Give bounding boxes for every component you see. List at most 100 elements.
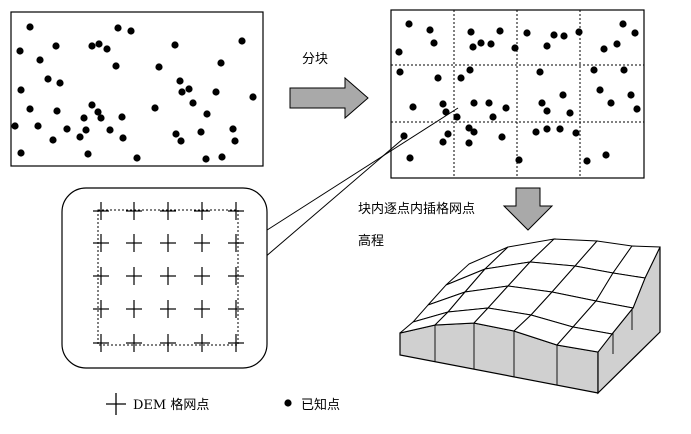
block-panel [390, 9, 645, 179]
known-point [583, 157, 591, 165]
known-point [434, 74, 442, 82]
zoom-bubble [61, 187, 268, 369]
dem-grid-point [160, 202, 176, 220]
known-point [559, 91, 567, 99]
scatter-points [11, 23, 257, 163]
dem-grid-point [194, 202, 210, 220]
known-point [36, 56, 44, 64]
known-point [523, 29, 531, 37]
dem-grid-points [93, 202, 244, 352]
known-point [44, 75, 52, 83]
known-point [596, 86, 604, 94]
dem-grid-point [93, 300, 109, 318]
known-point [477, 39, 485, 47]
plus-cross-icon [106, 393, 126, 415]
dem-grid-point [160, 234, 176, 252]
known-point [26, 23, 34, 31]
known-point [466, 66, 474, 74]
known-point [543, 125, 551, 133]
legend: DEM 格网点 已知点 [106, 393, 340, 415]
callout-line-upper [263, 107, 459, 233]
known-point [11, 122, 19, 130]
known-point [231, 137, 239, 145]
known-point [203, 110, 211, 118]
known-point [56, 79, 64, 87]
block-points [395, 20, 641, 165]
known-point [400, 132, 408, 140]
known-point [118, 113, 126, 121]
known-point [178, 88, 186, 96]
dem-grid-point [194, 334, 210, 352]
known-point [88, 42, 96, 50]
known-point [607, 99, 615, 107]
known-point [112, 62, 120, 70]
known-point [469, 43, 477, 51]
dem-surface-3d [399, 238, 661, 395]
legend-dem-label: DEM 格网点 [133, 397, 209, 413]
dem-grid-point [93, 234, 109, 252]
known-point [49, 136, 57, 144]
known-point [560, 32, 568, 40]
dem-grid-point [126, 334, 142, 352]
known-point [538, 99, 546, 107]
dem-grid-point [160, 267, 176, 285]
known-point [127, 27, 135, 35]
known-point [543, 107, 551, 115]
known-point [485, 99, 493, 107]
known-point [212, 88, 220, 96]
known-point [511, 44, 519, 52]
filled-dot-icon [284, 399, 292, 407]
known-point [532, 128, 540, 136]
known-point [465, 124, 473, 132]
dem-grid-point [194, 300, 210, 318]
block-partition-lines [391, 10, 644, 178]
callout-line-lower [263, 137, 405, 259]
known-point [395, 48, 403, 56]
known-point [119, 134, 127, 142]
known-point [17, 149, 25, 157]
known-point [34, 122, 42, 130]
split-step: 分块 [289, 52, 369, 120]
dem-grid-point [228, 334, 244, 352]
known-point [430, 39, 438, 47]
dem-grid-point [228, 267, 244, 285]
dem-grid-point [228, 300, 244, 318]
known-point [151, 104, 159, 112]
known-point [444, 130, 452, 138]
known-point [536, 68, 544, 76]
known-point [103, 45, 111, 53]
known-point [171, 41, 179, 49]
dem-grid-point [228, 234, 244, 252]
known-point [17, 86, 25, 94]
right-arrow-icon [289, 76, 369, 120]
known-point [620, 66, 628, 74]
known-point [84, 150, 92, 158]
known-point [53, 107, 61, 115]
known-point [197, 128, 205, 136]
known-point [465, 139, 473, 147]
known-point [633, 105, 641, 113]
known-point [114, 24, 122, 32]
known-point [189, 99, 197, 107]
known-point [52, 42, 60, 50]
known-point [602, 151, 610, 159]
known-point [439, 100, 447, 108]
dem-grid-point [194, 234, 210, 252]
known-point [442, 108, 450, 116]
known-point [409, 103, 417, 111]
dem-grid-point [126, 202, 142, 220]
known-point [82, 126, 90, 134]
known-point [543, 42, 551, 50]
dem-grid-point [160, 300, 176, 318]
known-point [566, 109, 574, 117]
known-point [467, 28, 475, 36]
known-point [489, 113, 497, 121]
known-point [95, 40, 103, 48]
known-point [26, 105, 34, 113]
scatter-panel [10, 11, 264, 167]
known-point [249, 93, 257, 101]
known-point [229, 125, 237, 133]
known-point [177, 137, 185, 145]
known-point [457, 74, 465, 82]
known-point [406, 154, 414, 162]
